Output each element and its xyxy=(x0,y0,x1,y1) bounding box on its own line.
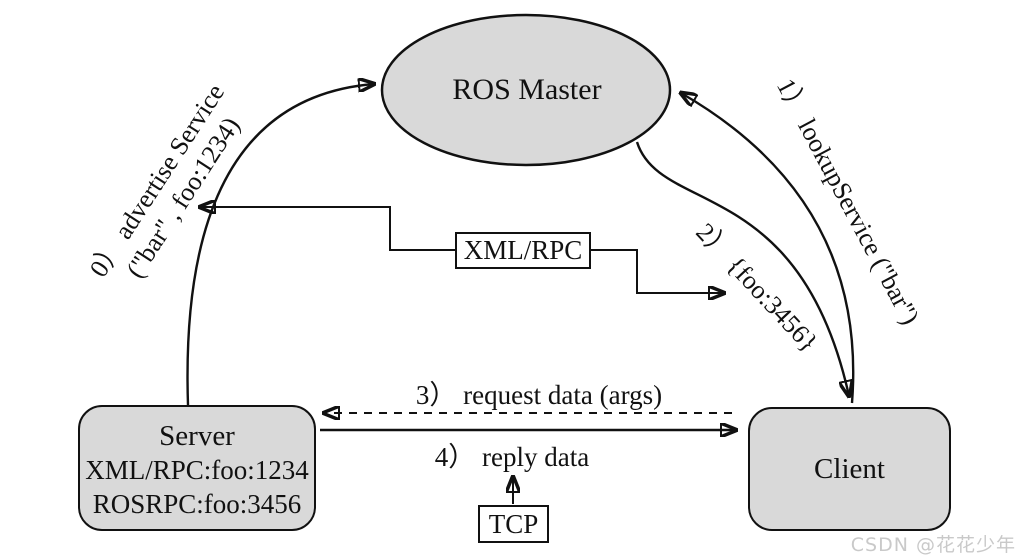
csdn-watermark: CSDN @花花少年 xyxy=(850,534,1016,556)
response-arrow xyxy=(635,141,849,396)
xmlrpc-callout-right-arrow xyxy=(590,249,724,293)
ros-master-node xyxy=(380,13,672,167)
server-xmlrpc-address: XML/RPC:foo:1234 xyxy=(85,455,309,485)
xmlrpc-protocol-box: XML/RPC xyxy=(455,232,591,269)
reply-data-label: 4） reply data xyxy=(434,442,590,472)
xmlrpc-callout-left-arrow xyxy=(200,207,455,251)
server-title: Server xyxy=(159,420,235,452)
request-data-label: 3） request data (args) xyxy=(415,380,663,410)
tcp-protocol-box: TCP xyxy=(478,505,549,543)
client-node: Client xyxy=(748,407,951,531)
server-rosrpc-address: ROSRPC:foo:3456 xyxy=(92,489,302,519)
advertise-arrow xyxy=(186,84,374,406)
server-node: Server XML/RPC:foo:1234 ROSRPC:foo:3456 xyxy=(78,405,316,531)
ros-master-label: ROS Master xyxy=(452,73,602,106)
lookup-arrow xyxy=(681,93,855,404)
